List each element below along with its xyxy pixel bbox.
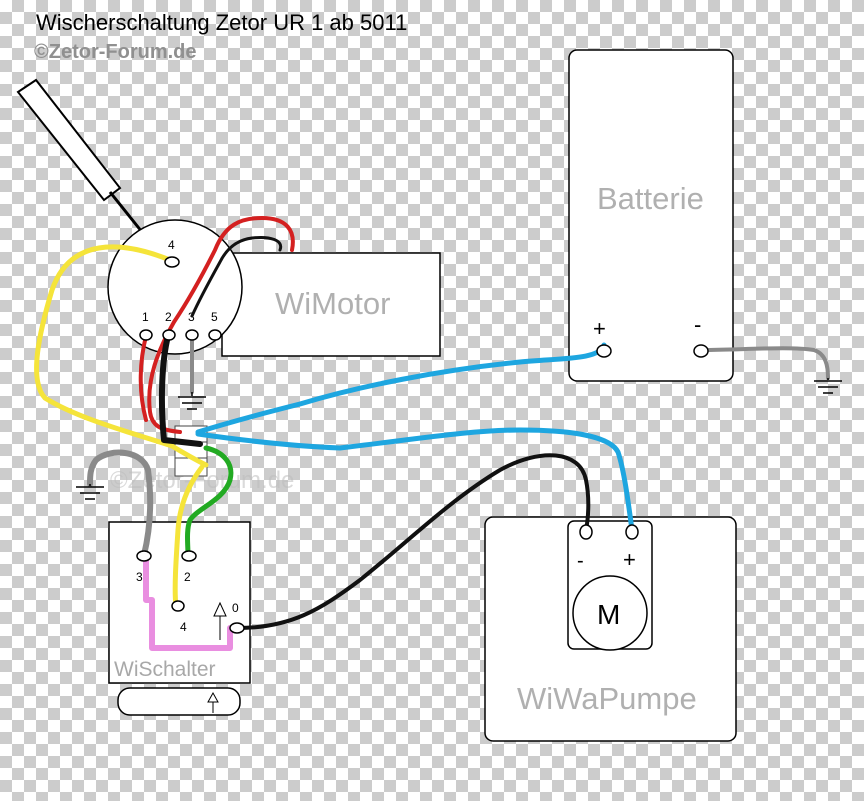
wire-yellow-switch xyxy=(172,464,205,609)
pump-motor-symbol xyxy=(572,575,648,651)
battery-plus-terminal xyxy=(596,344,612,358)
switch-terminal-2 xyxy=(181,550,197,562)
wire-gray-switch-ground xyxy=(87,449,154,558)
wire-gray-battery-ground xyxy=(700,346,830,380)
motor-terminal-2 xyxy=(162,329,176,341)
battery-minus-label: - xyxy=(694,312,701,337)
pump-plus-label: + xyxy=(623,547,636,572)
battery-minus-terminal xyxy=(693,344,709,358)
knob-arrow-icon xyxy=(207,691,219,703)
motor-terminal-5-label: 5 xyxy=(211,310,218,324)
pump-minus-label: - xyxy=(577,550,584,572)
motor-connector xyxy=(107,219,243,355)
battery-plus-label: + xyxy=(593,316,606,341)
motor-terminal-5 xyxy=(208,329,222,341)
wischalter-label: WiSchalter xyxy=(114,658,216,681)
wiper-arm xyxy=(16,78,144,233)
wimotor-label: WiMotor xyxy=(275,286,390,321)
wire-black-motor xyxy=(158,333,203,447)
battery-label: Batterie xyxy=(597,181,704,216)
wire-blue-pump xyxy=(195,427,635,533)
ground-icon xyxy=(178,392,206,410)
ground-icon xyxy=(76,484,104,500)
switch-terminal-4-label: 4 xyxy=(180,620,187,634)
motor-terminal-2-label: 2 xyxy=(165,310,172,324)
pump-label: WiWaPumpe xyxy=(517,681,697,716)
motor-terminal-1 xyxy=(139,329,153,341)
wire-black-pump xyxy=(236,453,591,630)
switch-terminal-4 xyxy=(171,600,185,612)
wire-blue-battery xyxy=(195,342,607,435)
switch-terminal-0-label: 0 xyxy=(232,601,239,615)
switch-terminal-3-label: 3 xyxy=(136,570,143,584)
battery-box xyxy=(568,49,734,382)
copyright-text: ©Zetor-Forum.de xyxy=(34,41,197,63)
wiper-blade xyxy=(16,78,122,202)
wire-yellow-motor xyxy=(34,244,209,468)
switch-terminal-2-label: 2 xyxy=(184,570,191,584)
switch-internal-bridge xyxy=(143,552,233,651)
motor-terminal-3 xyxy=(185,329,199,341)
switch-terminal-0 xyxy=(229,622,245,634)
wischalter-knob xyxy=(117,687,241,716)
pump-motor-m-label: M xyxy=(597,599,620,630)
motor-terminal-4 xyxy=(164,256,180,268)
switch-terminal-3 xyxy=(136,550,152,562)
wire-red xyxy=(147,216,295,434)
wire-black-top xyxy=(190,236,283,318)
wimotor-box xyxy=(221,252,441,357)
ground-icon xyxy=(814,378,842,394)
diagram-title: Wischerschaltung Zetor UR 1 ab 5011 xyxy=(36,10,407,35)
switch-arrow-icon xyxy=(213,601,227,617)
wire-green xyxy=(185,445,234,558)
motor-terminal-1-label: 1 xyxy=(142,310,149,324)
wiper-shaft xyxy=(108,191,144,233)
pump-plus-terminal xyxy=(625,524,639,540)
wire-red-short xyxy=(138,334,148,422)
pump-minus-terminal xyxy=(579,524,593,540)
motor-terminal-4-label: 4 xyxy=(168,238,175,252)
